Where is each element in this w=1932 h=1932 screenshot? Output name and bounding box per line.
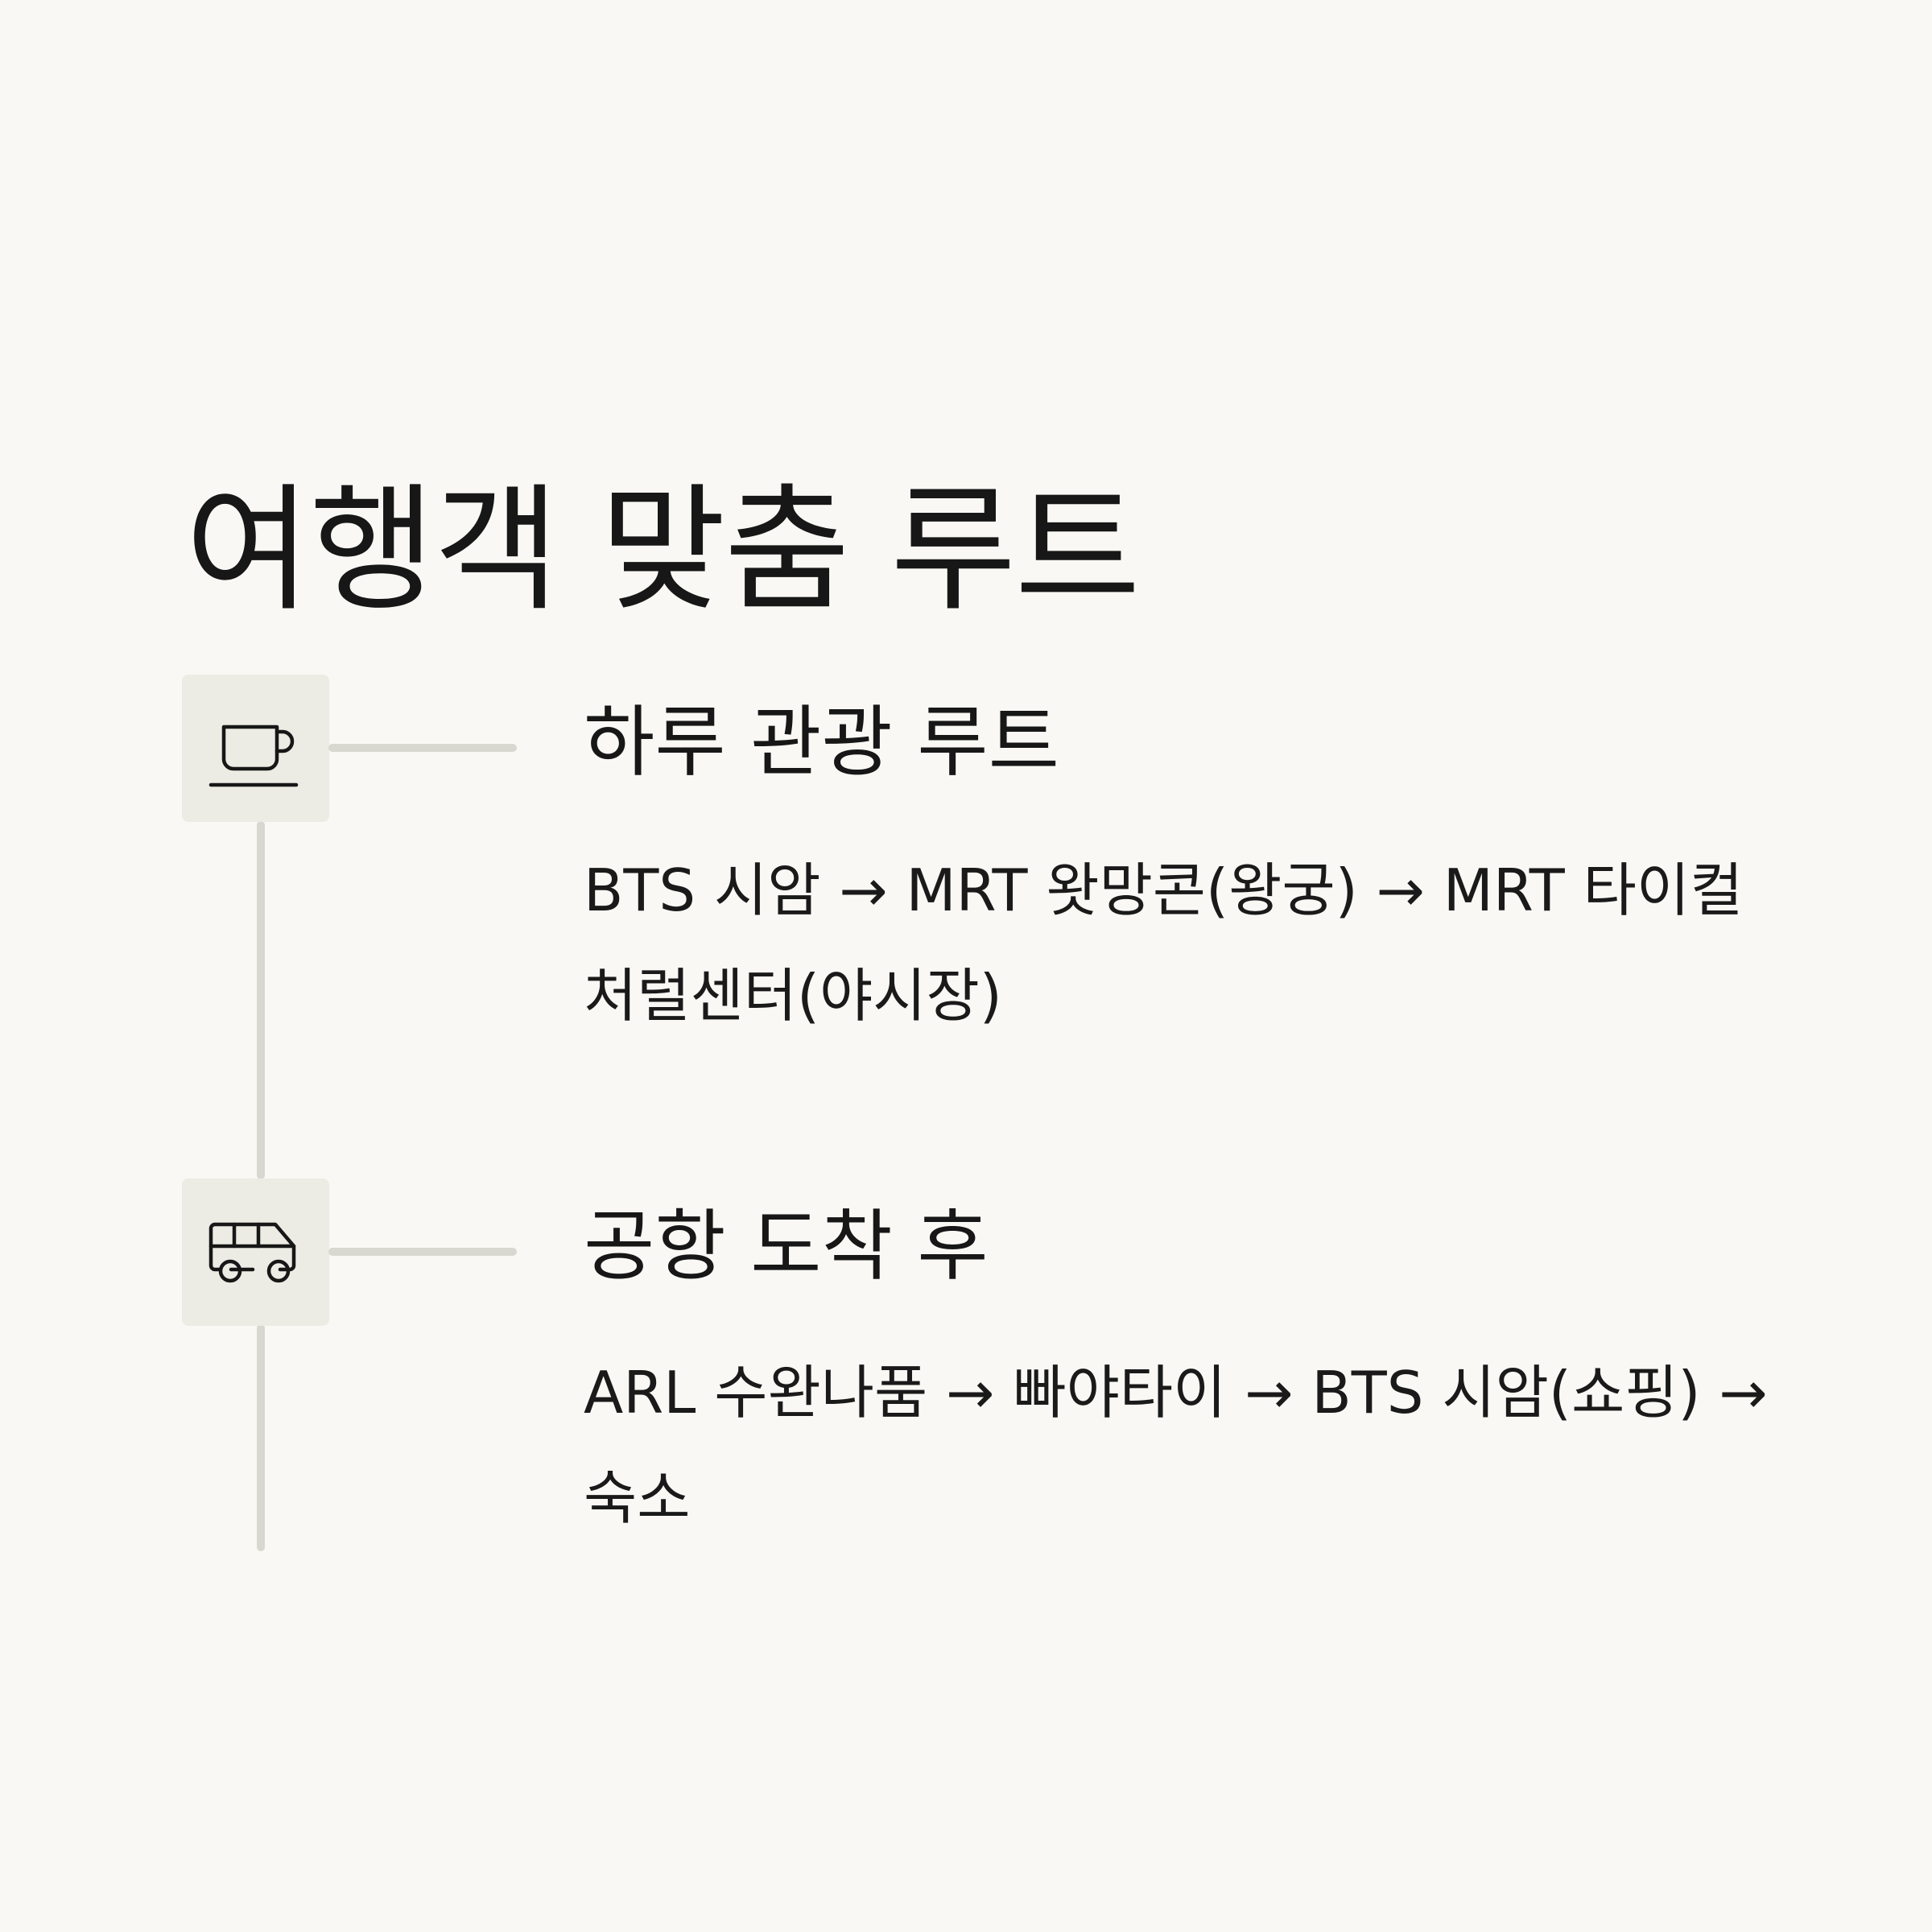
step-2-route: ARL 수완나품 → 빠야타이 → BTS 시암(쇼핑) → 숙소 [584, 1359, 1768, 1532]
step-1-connector [328, 744, 517, 752]
step-2-connector [328, 1248, 517, 1256]
page-title: 여행객 맞춤 루트 [185, 470, 1141, 630]
step-1-icon-box [182, 675, 329, 822]
step-1-route: BTS 시암 → MRT 왓망콘(왕궁) → MRT 타이컬처럴센터(야시장) [584, 857, 1744, 1030]
timeline-line-segment-2 [257, 1324, 265, 1551]
step-2-icon-box [182, 1179, 329, 1326]
timeline-line-segment-1 [257, 821, 265, 1179]
van-icon [206, 1203, 306, 1302]
step-1-title: 하루 관광 루트 [584, 697, 1059, 787]
step-2-title: 공항 도착 후 [584, 1201, 989, 1291]
coffee-cup-icon [206, 699, 306, 799]
